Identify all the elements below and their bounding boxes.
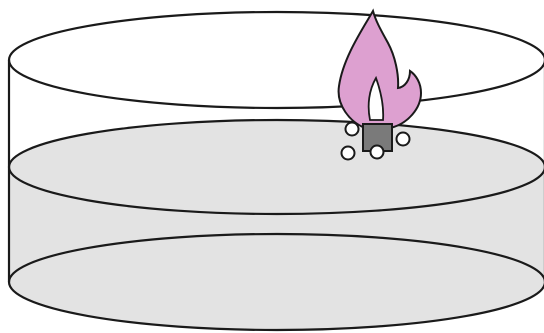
flame (337, 8, 423, 129)
flame-assembly (337, 8, 423, 161)
bubble (395, 131, 411, 147)
flame-core (367, 75, 385, 121)
container-rim (7, 10, 544, 110)
bubble (340, 145, 356, 161)
liquid-surface (7, 118, 544, 216)
bubble (344, 121, 360, 137)
bubble (369, 144, 385, 160)
